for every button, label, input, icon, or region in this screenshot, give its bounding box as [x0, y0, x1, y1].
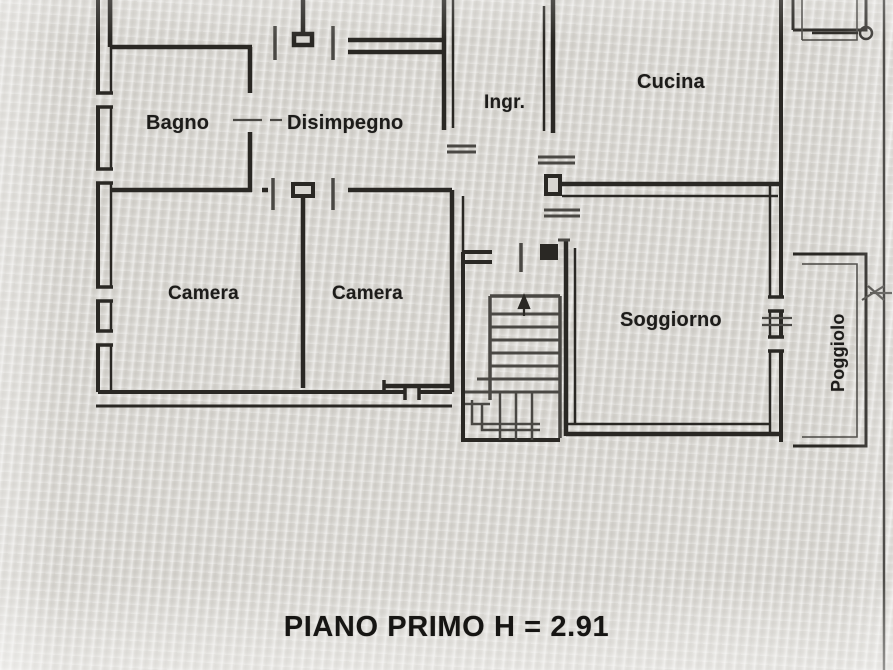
pillar-top-center	[291, 0, 315, 48]
wall-layer	[96, 0, 892, 670]
room-label-disimpegno: Disimpegno	[287, 112, 404, 134]
window-openings-left	[96, 91, 113, 347]
staircase-up-arrow-icon	[517, 293, 531, 316]
stair-pillar	[540, 244, 558, 260]
room-label-soggiorno: Soggiorno	[620, 309, 722, 331]
pillar-cucina	[544, 174, 562, 196]
door-threshold-ingresso	[447, 144, 476, 154]
staircase-treads	[465, 312, 560, 394]
balcony-poggiolo-outline-inner	[802, 263, 858, 438]
door-jamb-bottom	[403, 386, 421, 400]
balcony-poggiolo-outline	[793, 252, 868, 448]
plan-caption: PIANO PRIMO H = 2.91	[283, 611, 610, 643]
door-swing-poggiolo	[762, 316, 792, 327]
wall-top-right-horizontal	[348, 37, 444, 55]
room-label-camera-1: Camera	[168, 283, 239, 304]
staircase-outline	[461, 252, 560, 442]
staircase-entry-jamb	[463, 250, 492, 264]
dimension-tick-icon	[861, 285, 892, 301]
room-label-poggiolo: Poggiolo	[828, 313, 848, 392]
staircase-lower-flight	[465, 392, 540, 440]
balcony-top-outline-inner	[801, 0, 858, 41]
door-threshold-cucina	[538, 155, 575, 165]
pillar-disimpegno	[291, 182, 315, 198]
room-label-ingresso: Ingr.	[484, 92, 526, 113]
room-label-cucina: Cucina	[637, 71, 705, 93]
balcony-top-outline	[791, 0, 868, 32]
balcony-post-marker	[812, 25, 874, 41]
window-openings-right	[768, 295, 784, 353]
room-label-bagno: Bagno	[146, 112, 210, 134]
room-label-camera-2: Camera	[332, 283, 403, 304]
door-threshold-cucina-2	[544, 208, 580, 218]
